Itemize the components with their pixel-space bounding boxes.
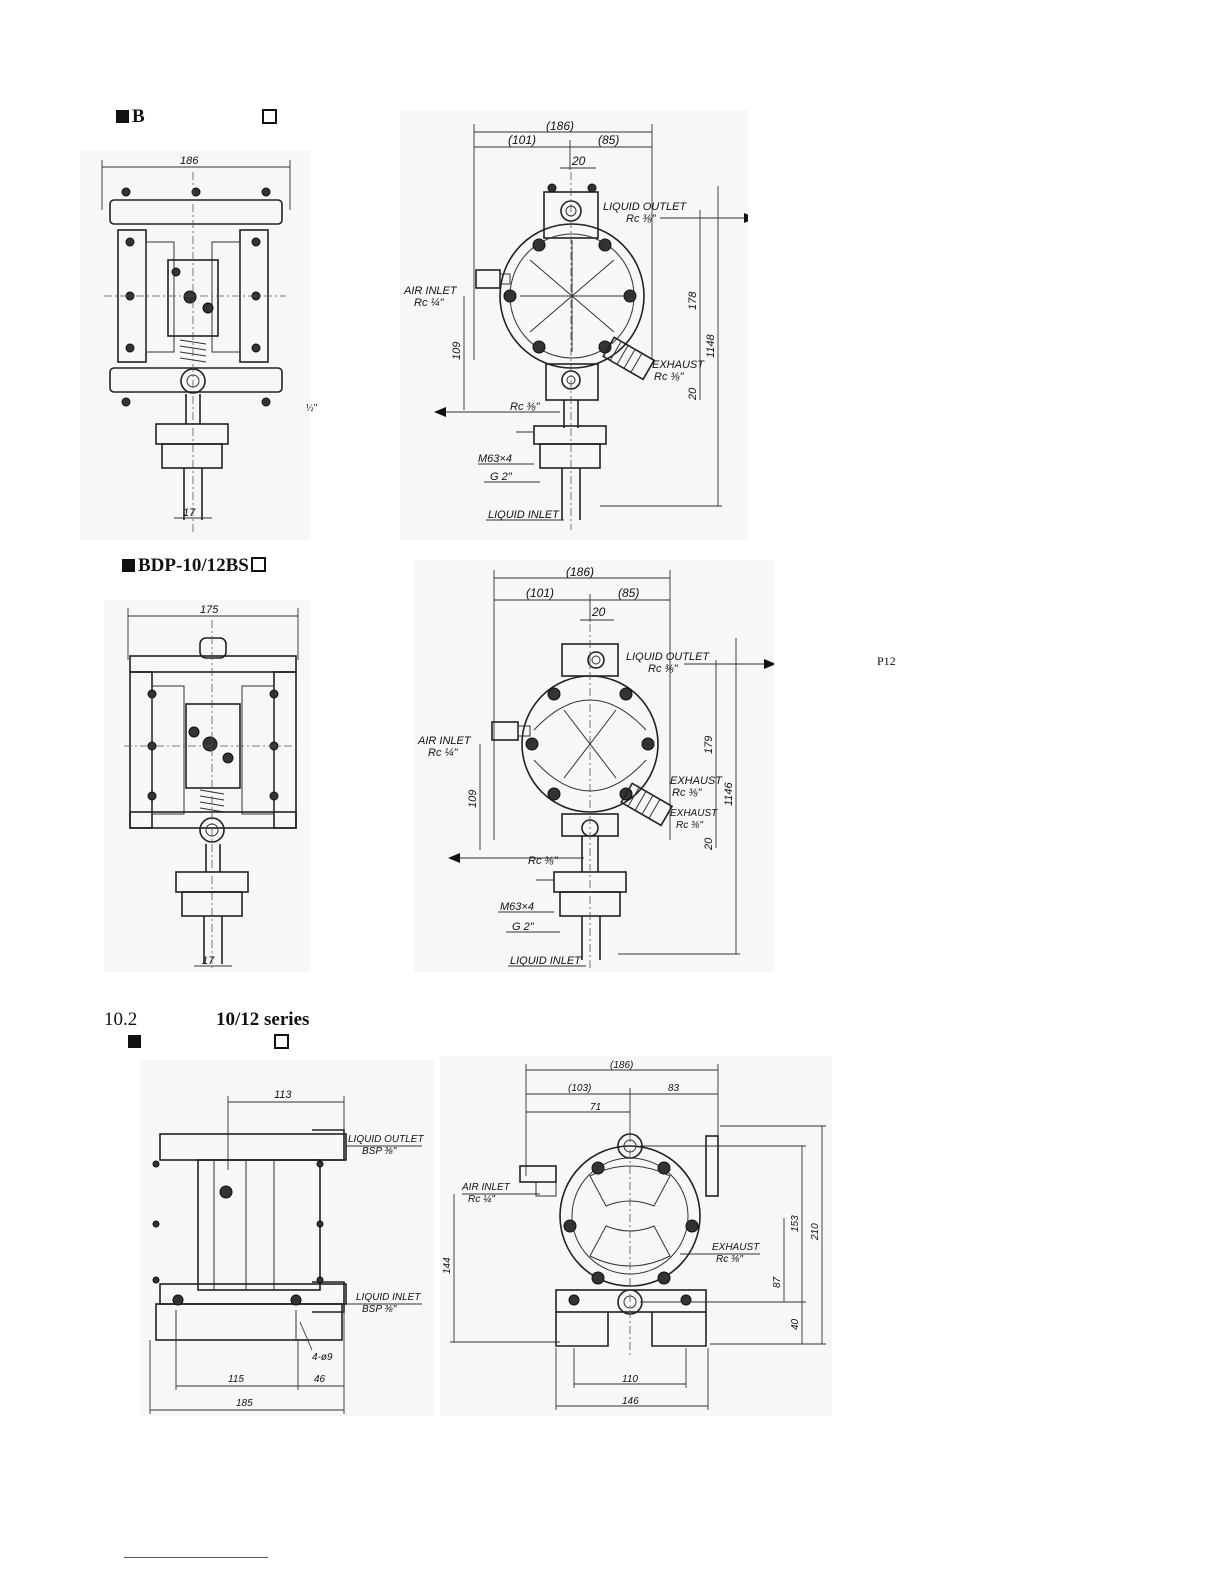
side1-g2: G 2" [490,471,513,483]
section2-title: BDP-10/12BS [138,555,249,576]
side1-total-dim: (186) [546,119,574,133]
page-reference: P12 [877,654,896,668]
side2-dim-1146: 1146 [723,781,735,806]
side2-liquid-inlet: LIQUID INLET [510,955,582,967]
side1-right-dim: (85) [598,133,619,147]
side1-offset-dim: 20 [571,154,586,168]
side3-exhaust-thread: Rc ⅜" [716,1254,743,1265]
front3-outlet-thread: BSP ⅜" [362,1146,397,1157]
side2-dim-179: 179 [703,736,715,754]
side3-right-dim: 83 [668,1083,680,1094]
side2-dim-20: 20 [703,837,715,851]
side3-dim-40: 40 [790,1318,801,1330]
filled-square-icon [122,559,135,572]
front3-dim-46: 46 [314,1374,326,1385]
side3-air-thread: Rc ¼" [468,1193,495,1205]
side3-dim-110: 110 [622,1374,638,1385]
front1-port-label: 17 [183,507,196,519]
front3-dim-115: 115 [228,1374,244,1385]
side2-total-dim: (186) [566,565,594,579]
side2-right-dim: (85) [618,586,639,600]
side1-dim-109: 109 [451,342,463,360]
front3-holes: 4-ø9 [312,1352,333,1363]
side1-exhaust-thread: Rc ⅜" [654,371,685,383]
side3-dim-71: 71 [590,1102,601,1113]
side2-air-inlet: AIR INLET [417,735,472,747]
side2-drain-thread: Rc ⅜" [528,855,559,867]
side2-exhaust2: EXHAUST [670,808,718,819]
section3-front-view: 113 LIQUID OUTLET BSP ⅜" LIQUID INLET BS… [140,1060,434,1416]
filled-square-icon [128,1034,144,1052]
front3-dim-113: 113 [274,1089,292,1101]
open-square-icon [250,557,266,572]
side3-exhaust: EXHAUST [712,1242,760,1253]
side2-exhaust-thread: Rc ⅜" [672,787,703,799]
side1-liquid-inlet: LIQUID INLET [488,509,560,521]
section1-front-view: 186 17 [80,150,310,540]
section1-heading: B [116,106,145,128]
side1-drain-thread: Rc ⅜" [510,401,541,413]
section3-side-view: (186) (103) 83 71 AIR INLET Rc ¼" EXHAUS… [440,1056,832,1416]
side1-air-inlet: AIR INLET [403,285,458,297]
filled-square-icon [116,110,129,123]
side1-dim-1148: 1148 [705,333,717,358]
side2-m63: M63×4 [500,901,534,913]
side2-left-dim: (101) [526,586,554,600]
side2-outlet-thread: Rc ⅜" [648,663,679,675]
section3-title: 10/12 series [216,1009,310,1030]
side3-dim-87: 87 [772,1276,783,1288]
section2-heading: BDP-10/12BS [122,555,266,577]
side2-g2: G 2" [512,921,535,933]
front3-liquid-outlet: LIQUID OUTLET [348,1134,424,1145]
side2-exhaust2-thread: Rc ⅜" [676,820,703,831]
side1-m63: M63×4 [478,453,512,465]
side2-exhaust: EXHAUST [670,775,723,787]
footer-rule [124,1557,268,1558]
half-inch-note: ½" [306,403,318,414]
side3-dim-210: 210 [810,1223,821,1241]
front3-inlet-thread: BSP ⅜" [362,1304,397,1315]
side3-dim-144: 144 [442,1257,453,1274]
front2-width-label: 175 [200,604,219,616]
open-square-icon [274,1034,289,1053]
side3-total-dim: (186) [610,1060,633,1071]
side3-dim-146: 146 [622,1396,639,1407]
section1-title-prefix: B [132,106,145,127]
side1-air-thread: Rc ¼" [414,297,445,309]
section2-front-view: 175 17 [104,600,310,972]
side3-dim-153: 153 [790,1215,801,1232]
section1-side-view: (186) (101) (85) 20 LIQUID OUTLET Rc ⅜" … [400,110,756,540]
front2-port-label: 17 [202,955,215,967]
side2-dim-109: 109 [467,790,479,808]
side1-liquid-outlet: LIQUID OUTLET [603,201,687,213]
side1-exhaust: EXHAUST [652,359,705,371]
section2-side-view: (186) (101) (85) 20 LIQUID OUTLET Rc ⅜" … [414,560,776,972]
side3-air-inlet: AIR INLET [461,1182,511,1193]
side2-offset-dim: 20 [591,605,606,619]
side1-dim-178: 178 [687,291,699,310]
side1-dim-20: 20 [687,387,699,401]
side2-liquid-outlet: LIQUID OUTLET [626,651,710,663]
side2-air-thread: Rc ¼" [428,747,459,759]
section3-number: 10.2 [104,1009,138,1030]
side3-left-dim: (103) [568,1083,591,1094]
open-square-icon [262,109,277,128]
side1-outlet-thread: Rc ⅜" [626,213,657,225]
side1-left-dim: (101) [508,133,536,147]
front3-liquid-inlet: LIQUID INLET [356,1292,421,1303]
front3-dim-185: 185 [236,1398,253,1409]
front1-width-label: 186 [180,155,199,167]
